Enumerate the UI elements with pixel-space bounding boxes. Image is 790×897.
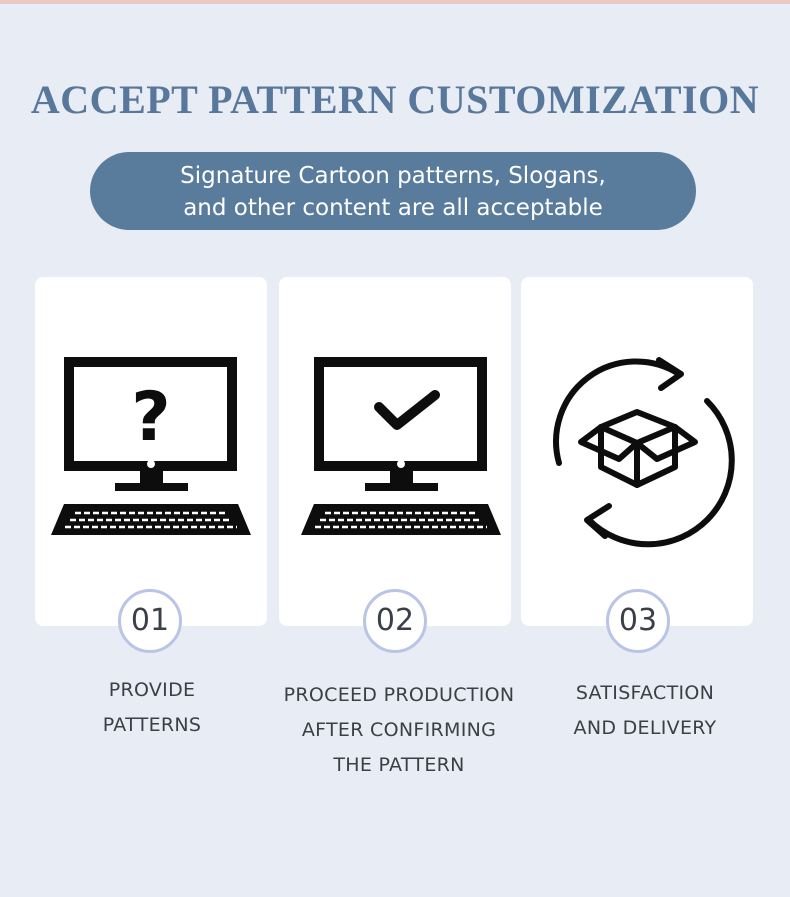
step-label-1-line-2: PATTERNS	[102, 714, 202, 736]
computer-checkmark-icon	[301, 357, 501, 535]
step-number-badge-3: 03	[606, 589, 670, 653]
step-label-1: PROVIDE PATTERNS	[52, 673, 252, 743]
top-accent-strip	[0, 0, 790, 4]
box-cycle-icon	[553, 357, 735, 548]
computer-question-icon: ?	[51, 357, 251, 535]
step-card-3	[521, 277, 753, 626]
page-title: ACCEPT PATTERN CUSTOMIZATION	[30, 77, 760, 122]
subtitle-line-2: and other content are all acceptable	[183, 195, 603, 221]
step-label-2-line-1: PROCEED PRODUCTION	[283, 684, 515, 706]
step-number-badge-2: 02	[363, 589, 427, 653]
step-label-2-line-2: AFTER CONFIRMING	[301, 719, 497, 741]
svg-text:?: ?	[131, 378, 170, 457]
step-label-2-line-3: THE PATTERN	[333, 754, 465, 776]
subtitle-line-1: Signature Cartoon patterns, Slogans,	[180, 163, 606, 189]
step-label-3-line-2: AND DELIVERY	[573, 717, 717, 739]
step-number-badge-1: 01	[118, 589, 182, 653]
step-card-2	[279, 277, 511, 626]
step-label-2: PROCEED PRODUCTION AFTER CONFIRMING THE …	[278, 678, 520, 783]
step-label-3-line-1: SATISFACTION	[575, 682, 715, 704]
step-label-1-line-1: PROVIDE	[108, 679, 196, 701]
step-card-1: ?	[35, 277, 267, 626]
step-label-3: SATISFACTION AND DELIVERY	[545, 676, 745, 746]
subtitle-pill: Signature Cartoon patterns, Slogans, and…	[90, 152, 696, 230]
